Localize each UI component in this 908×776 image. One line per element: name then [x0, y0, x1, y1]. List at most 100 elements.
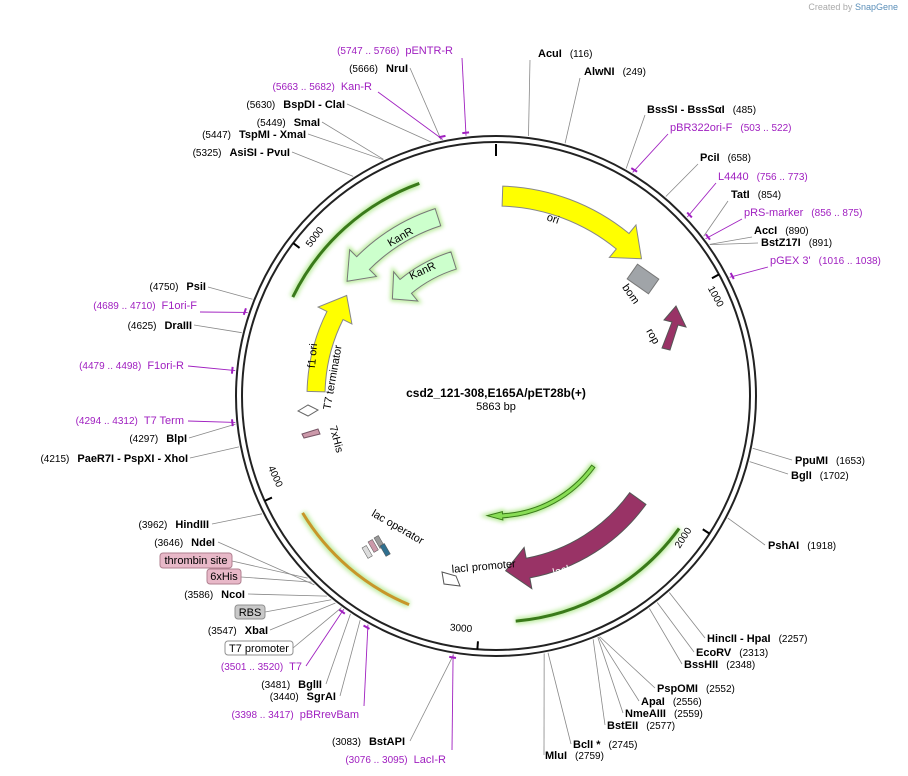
primer-mark — [686, 211, 693, 219]
leader-line — [656, 602, 695, 653]
site-draiii: (4625)DraIII — [128, 320, 192, 332]
site-pshai: PshAI(1918) — [768, 540, 836, 552]
site-xmai: (5447)TspMI - XmaI — [202, 129, 306, 141]
primer-f1ori-r: (4479 .. 4498)F1ori-R — [79, 360, 184, 372]
site-bstapi: (3083)BstAPI — [332, 736, 405, 748]
leader-line — [669, 592, 706, 639]
primer-mark — [438, 134, 446, 139]
site-blpi: (4297)BlpI — [129, 433, 187, 445]
site-acui: AcuI(116) — [538, 48, 592, 60]
orf-laci-outer — [515, 527, 681, 623]
primer-t7: (3501 .. 3520)T7 — [221, 661, 302, 673]
site-bsshii: BssHII(2348) — [684, 659, 755, 671]
his7-block — [301, 428, 321, 439]
site-xhoi: (4215)PaeR7I - PspXI - XhoI — [40, 453, 188, 465]
leader-line — [547, 652, 572, 745]
tick-mark — [702, 528, 711, 535]
site-bglii: (3481)BglII — [261, 679, 322, 691]
primer-f1ori-f: (4689 .. 4710)F1ori-F — [93, 300, 197, 312]
plasmid-size: 5863 bp — [476, 401, 516, 413]
leader-line — [665, 163, 699, 197]
primer-mark — [242, 307, 247, 316]
site-bstz17i: BstZ17I(891) — [761, 237, 832, 249]
orf-cds — [301, 512, 410, 606]
site-acci: AccI(890) — [754, 225, 809, 237]
primer-laci-r: (3076 .. 3095)LacI-R — [345, 754, 446, 766]
lac-operator-block — [367, 539, 379, 553]
primer-mark — [230, 366, 234, 374]
leader-line — [307, 133, 384, 160]
primer-leader — [187, 365, 236, 372]
primer-kan-r: (5663 .. 5682)Kan-R — [273, 81, 373, 93]
leader-line — [528, 59, 531, 137]
site-pcii: PciI(658) — [700, 152, 751, 164]
leader-line — [240, 576, 312, 583]
leader-line — [189, 446, 240, 459]
thrombin-site-label: thrombin site — [165, 555, 228, 567]
primer-leader — [363, 624, 369, 707]
leader-line — [346, 103, 432, 143]
tick-mark — [292, 242, 301, 249]
credit: Created by SnapGene — [808, 2, 898, 12]
plasmid-name: csd2_121-308,E165A/pET28b(+) — [406, 386, 586, 400]
ori-label: ori — [545, 212, 560, 227]
primer-leader — [729, 266, 769, 278]
lac-operator-block — [361, 545, 373, 559]
6xhis-box — [206, 568, 242, 585]
leader-line — [409, 654, 455, 742]
leader-line — [291, 151, 354, 177]
rop-label: rop — [643, 327, 661, 347]
rbs-label: RBS — [239, 607, 262, 619]
leader-line — [217, 541, 315, 586]
site-bsssi: BssSI - BssSαI(485) — [647, 104, 756, 116]
leader-line — [649, 608, 683, 665]
t7-promoter-box — [224, 640, 294, 656]
site-nrui: (5666)NruI — [349, 63, 408, 75]
primer-mark — [449, 655, 457, 659]
primer-mark — [705, 233, 711, 241]
site-apai: ApaI(2556) — [641, 696, 702, 708]
credit-prefix: Created by — [808, 2, 853, 12]
leader-line — [321, 121, 384, 160]
leader-line — [188, 423, 236, 439]
site-xbai: (3547)XbaI — [208, 625, 268, 637]
leader-line — [231, 560, 308, 579]
site-mlui: MluI(2759) — [545, 750, 604, 762]
laci-promoter-orf-glow — [479, 462, 598, 523]
site-bgli: BglI(1702) — [791, 470, 849, 482]
tick-label: 1000 — [705, 284, 726, 309]
rbs-box — [234, 604, 266, 620]
site-alwni: AlwNI(249) — [584, 66, 646, 78]
leader-line — [597, 637, 624, 714]
t7-terminator-arrow — [296, 404, 320, 417]
leader-line — [339, 619, 361, 697]
kanr-arrow-1 — [346, 208, 442, 282]
site-smai: (5449)SmaI — [257, 117, 320, 129]
leader-line — [709, 236, 753, 245]
tick-mark — [711, 273, 720, 280]
primer-leader — [187, 420, 236, 423]
primer-leader — [377, 91, 444, 140]
6xhis-label: 6xHis — [210, 571, 238, 583]
f1ori-label: f1 ori — [306, 343, 320, 368]
laci-arrow — [504, 491, 647, 590]
leader-line — [749, 461, 789, 475]
leader-line — [193, 324, 242, 334]
site-ncoi: (3586)NcoI — [184, 589, 245, 601]
site-bcli: BclI *(2745) — [573, 739, 637, 751]
leader-line — [292, 607, 342, 649]
orf-kan-outer — [291, 181, 420, 298]
laci-promoter-orf — [485, 464, 596, 521]
primer-l4440: L4440(756 .. 773) — [718, 171, 808, 183]
primer-pbr322ori-f: pBR322ori-F(503 .. 522) — [670, 122, 792, 134]
leader-line — [564, 77, 581, 144]
bom-block — [626, 263, 660, 295]
leader-line — [325, 613, 351, 685]
leader-line — [625, 114, 646, 169]
primer-mark — [338, 608, 346, 615]
laci-label: lacI — [551, 563, 571, 579]
laci-promoter-label: lacI promoter — [451, 558, 516, 576]
primer-pbrrevbam: (3398 .. 3417)pBRrevBam — [231, 709, 359, 721]
leader-line — [598, 636, 640, 702]
